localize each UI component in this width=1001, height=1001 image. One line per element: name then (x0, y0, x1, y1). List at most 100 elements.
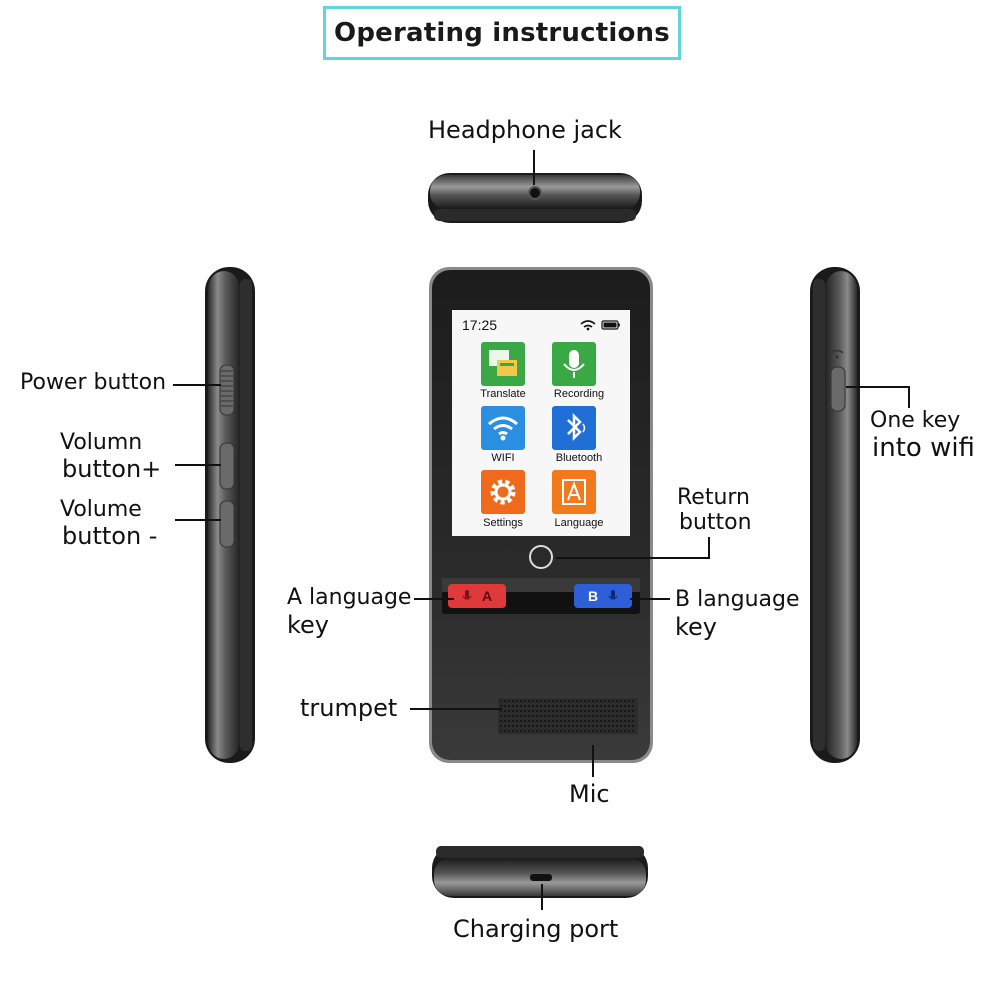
speaker-hole (576, 730, 578, 732)
app-label-recording: Recording (553, 388, 605, 400)
speaker-hole (564, 730, 566, 732)
speaker-hole (544, 715, 546, 717)
speaker-hole (520, 725, 522, 727)
speaker-hole (608, 730, 610, 732)
speaker-hole (512, 720, 514, 722)
speaker-hole (600, 715, 602, 717)
speaker-hole (560, 705, 562, 707)
translate-app-button[interactable] (481, 342, 525, 386)
speaker-hole (612, 715, 614, 717)
speaker-hole (612, 700, 614, 702)
speaker-hole (556, 720, 558, 722)
speaker-hole (604, 720, 606, 722)
speaker-hole (500, 705, 502, 707)
speaker-hole (532, 710, 534, 712)
return-button (529, 545, 553, 569)
speaker-hole (520, 705, 522, 707)
wifi-status-icon (580, 320, 596, 328)
a-language-key[interactable]: A (448, 584, 506, 608)
speaker-hole (564, 705, 566, 707)
speaker-hole (552, 720, 554, 722)
device-front-view (429, 267, 653, 763)
volume-plus-label-line2: button+ (62, 455, 162, 483)
speaker-hole (548, 730, 550, 732)
speaker-hole (624, 700, 626, 702)
speaker-hole (620, 705, 622, 707)
microphone-icon (563, 350, 585, 378)
speaker-hole (608, 715, 610, 717)
speaker-hole (588, 705, 590, 707)
speaker-hole (540, 705, 542, 707)
speaker-hole (568, 700, 570, 702)
speaker-hole (520, 720, 522, 722)
bluetooth-app-button[interactable] (552, 406, 596, 450)
speaker-hole (520, 710, 522, 712)
speaker-hole (588, 700, 590, 702)
speaker-hole (516, 725, 518, 727)
speaker-hole (536, 720, 538, 722)
speaker-hole (512, 730, 514, 732)
speaker-hole (620, 725, 622, 727)
volume-plus-label-line1: Volumn (60, 430, 143, 455)
speaker-hole (532, 705, 534, 707)
speaker-hole (552, 710, 554, 712)
speaker-hole (572, 725, 574, 727)
speaker-hole (528, 715, 530, 717)
app-label-translate: Translate (480, 388, 526, 400)
charging-port-slot (530, 874, 552, 881)
speaker-hole (604, 725, 606, 727)
speaker-hole (580, 720, 582, 722)
speaker-hole (528, 710, 530, 712)
speaker-hole (516, 730, 518, 732)
speaker-hole (564, 715, 566, 717)
translate-icon (489, 350, 517, 376)
speaker-hole (552, 730, 554, 732)
language-app-button[interactable] (552, 470, 596, 514)
speaker-hole (508, 725, 510, 727)
speaker-hole (632, 705, 634, 707)
speaker-hole (616, 700, 618, 702)
speaker-hole (524, 710, 526, 712)
recording-app-button[interactable] (552, 342, 596, 386)
charging-port-label: Charging port (453, 915, 619, 943)
speaker-hole (576, 710, 578, 712)
speaker-hole (572, 710, 574, 712)
speaker-hole (508, 700, 510, 702)
speaker-hole (604, 730, 606, 732)
speaker-hole (632, 710, 634, 712)
speaker-hole (532, 725, 534, 727)
speaker-hole (568, 715, 570, 717)
speaker-hole (596, 700, 598, 702)
wifi-app-button[interactable] (481, 406, 525, 450)
speaker-hole (520, 730, 522, 732)
speaker-hole (544, 710, 546, 712)
speaker-hole (520, 700, 522, 702)
speaker-hole (584, 720, 586, 722)
speaker-hole (608, 725, 610, 727)
speaker-hole (588, 720, 590, 722)
speaker-hole (632, 725, 634, 727)
speaker-hole (596, 730, 598, 732)
power-button-label: Power button (20, 370, 167, 395)
speaker-hole (544, 730, 546, 732)
speaker-hole (548, 700, 550, 702)
settings-app-button[interactable] (481, 470, 525, 514)
speaker-hole (616, 705, 618, 707)
b-language-key[interactable]: B (574, 584, 632, 608)
speaker-hole (564, 710, 566, 712)
leader-line (708, 537, 710, 559)
speaker-hole (572, 700, 574, 702)
speaker-hole (604, 710, 606, 712)
speaker-hole (536, 700, 538, 702)
device-bottom-view (432, 846, 648, 898)
speaker-hole (584, 710, 586, 712)
speaker-hole (628, 725, 630, 727)
speaker-hole (592, 700, 594, 702)
speaker-hole (532, 700, 534, 702)
speaker-hole (556, 710, 558, 712)
speaker-hole (552, 725, 554, 727)
speaker-hole (620, 730, 622, 732)
speaker-hole (524, 700, 526, 702)
return-button-label-line1: Return (677, 485, 751, 510)
speaker-hole (600, 700, 602, 702)
